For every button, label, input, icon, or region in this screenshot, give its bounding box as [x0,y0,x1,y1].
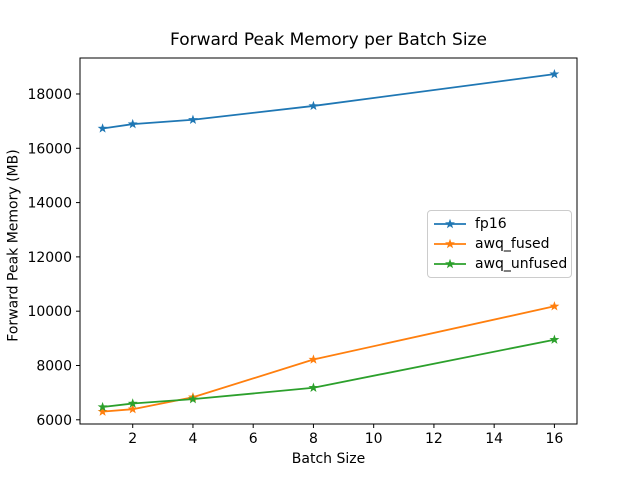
chart-title: Forward Peak Memory per Batch Size [170,30,487,50]
legend-label: awq_fused [475,236,550,252]
svg-text:12000: 12000 [27,250,72,266]
svg-text:8000: 8000 [36,358,72,374]
legend-item-awq-fused: awq_fused [433,234,563,254]
svg-text:14000: 14000 [27,196,72,212]
legend-label: awq_unfused [475,256,568,272]
svg-text:18000: 18000 [27,87,72,103]
svg-text:12: 12 [425,431,443,447]
svg-text:16000: 16000 [27,141,72,157]
svg-text:10000: 10000 [27,304,72,320]
legend-item-fp16: fp16 [433,214,563,234]
svg-text:6: 6 [249,431,258,447]
y-axis-label: Forward Peak Memory (MB) [5,149,22,342]
svg-text:16: 16 [545,431,563,447]
legend-label: fp16 [475,216,507,232]
x-axis-label: Batch Size [291,451,366,467]
legend: fp16 awq_fused awq_unfused [427,210,572,278]
svg-text:4: 4 [188,431,197,447]
legend-line-sample-icon [434,258,466,269]
svg-text:10: 10 [365,431,383,447]
legend-line-sample-icon [434,238,466,249]
svg-text:8: 8 [309,431,318,447]
svg-text:14: 14 [485,431,503,447]
legend-line-sample-icon [434,218,466,229]
svg-text:2: 2 [128,431,137,447]
legend-item-awq-unfused: awq_unfused [433,254,567,274]
svg-text:6000: 6000 [36,413,72,429]
